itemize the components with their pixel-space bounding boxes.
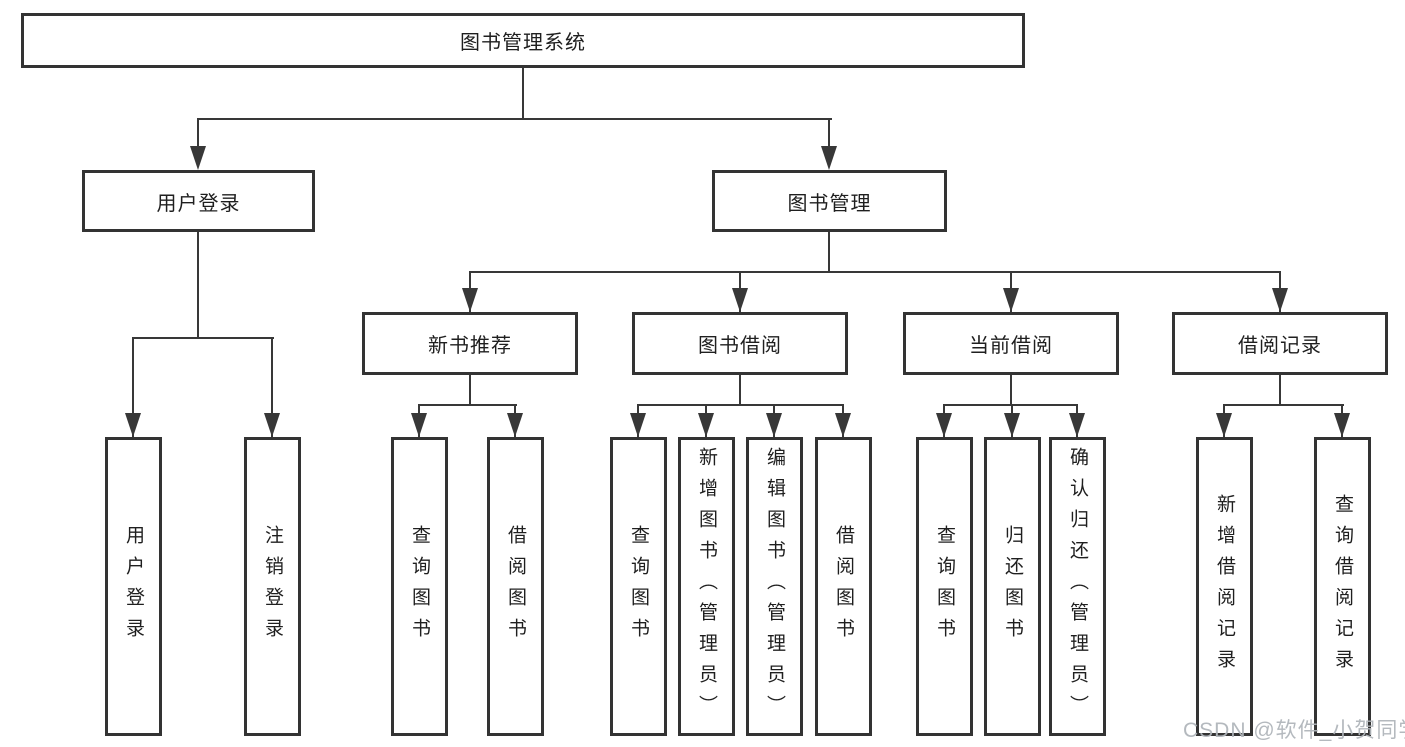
connector-vline xyxy=(132,337,134,437)
arrow-down-icon xyxy=(507,413,523,437)
arrow-down-icon xyxy=(1334,413,1350,437)
connector-vline xyxy=(469,375,471,406)
leaf-borrow-books: 借阅图书 xyxy=(815,437,872,736)
node-borrowing-records: 借阅记录 xyxy=(1172,312,1388,375)
arrow-down-icon xyxy=(766,413,782,437)
arrow-down-icon xyxy=(190,146,206,170)
leaf-borrow-books-recommend: 借阅图书 xyxy=(487,437,544,736)
arrow-down-icon xyxy=(1003,288,1019,312)
connector-vline xyxy=(197,118,199,148)
connector-vline xyxy=(522,68,524,120)
node-user-login: 用户登录 xyxy=(82,170,315,232)
arrow-down-icon xyxy=(1004,413,1020,437)
connector-hline xyxy=(469,271,1281,273)
connector-hline xyxy=(943,404,1078,406)
arrow-down-icon xyxy=(1216,413,1232,437)
arrow-down-icon xyxy=(411,413,427,437)
leaf-query-books-borrowing: 查询图书 xyxy=(610,437,667,736)
arrow-down-icon xyxy=(462,288,478,312)
leaf-user-login: 用户登录 xyxy=(105,437,162,736)
arrow-down-icon xyxy=(732,288,748,312)
connector-vline xyxy=(197,232,199,339)
connector-vline xyxy=(1279,375,1281,406)
arrow-down-icon xyxy=(1069,413,1085,437)
leaf-return-books: 归还图书 xyxy=(984,437,1041,736)
leaf-add-books-admin: 新增图书（管理员） xyxy=(678,437,735,736)
leaf-query-books-recommend: 查询图书 xyxy=(391,437,448,736)
arrow-down-icon xyxy=(936,413,952,437)
connector-hline xyxy=(132,337,274,339)
leaf-query-borrow-record: 查询借阅记录 xyxy=(1314,437,1371,736)
leaf-confirm-return-admin: 确认归还（管理员） xyxy=(1049,437,1106,736)
leaf-edit-books-admin: 编辑图书（管理员） xyxy=(746,437,803,736)
connector-vline xyxy=(828,232,830,273)
leaf-logout: 注销登录 xyxy=(244,437,301,736)
leaf-query-books-current: 查询图书 xyxy=(916,437,973,736)
node-new-book-recommendation: 新书推荐 xyxy=(362,312,578,375)
arrow-down-icon xyxy=(1272,288,1288,312)
leaf-add-borrow-record: 新增借阅记录 xyxy=(1196,437,1253,736)
node-book-management: 图书管理 xyxy=(712,170,947,232)
connector-hline xyxy=(1223,404,1344,406)
connector-hline xyxy=(197,118,832,120)
arrow-down-icon xyxy=(630,413,646,437)
connector-vline xyxy=(1010,375,1012,406)
arrow-down-icon xyxy=(264,413,280,437)
connector-vline xyxy=(271,337,273,437)
arrow-down-icon xyxy=(821,146,837,170)
arrow-down-icon xyxy=(125,413,141,437)
connector-vline xyxy=(739,375,741,406)
connector-hline xyxy=(418,404,517,406)
connector-vline xyxy=(828,118,830,148)
csdn-watermark: CSDN @软件_小贺同学 xyxy=(1183,719,1405,742)
arrow-down-icon xyxy=(835,413,851,437)
connector-hline xyxy=(637,404,844,406)
arrow-down-icon xyxy=(698,413,714,437)
node-current-borrowing: 当前借阅 xyxy=(903,312,1119,375)
node-library-management-system: 图书管理系统 xyxy=(21,13,1025,68)
node-book-borrowing: 图书借阅 xyxy=(632,312,848,375)
